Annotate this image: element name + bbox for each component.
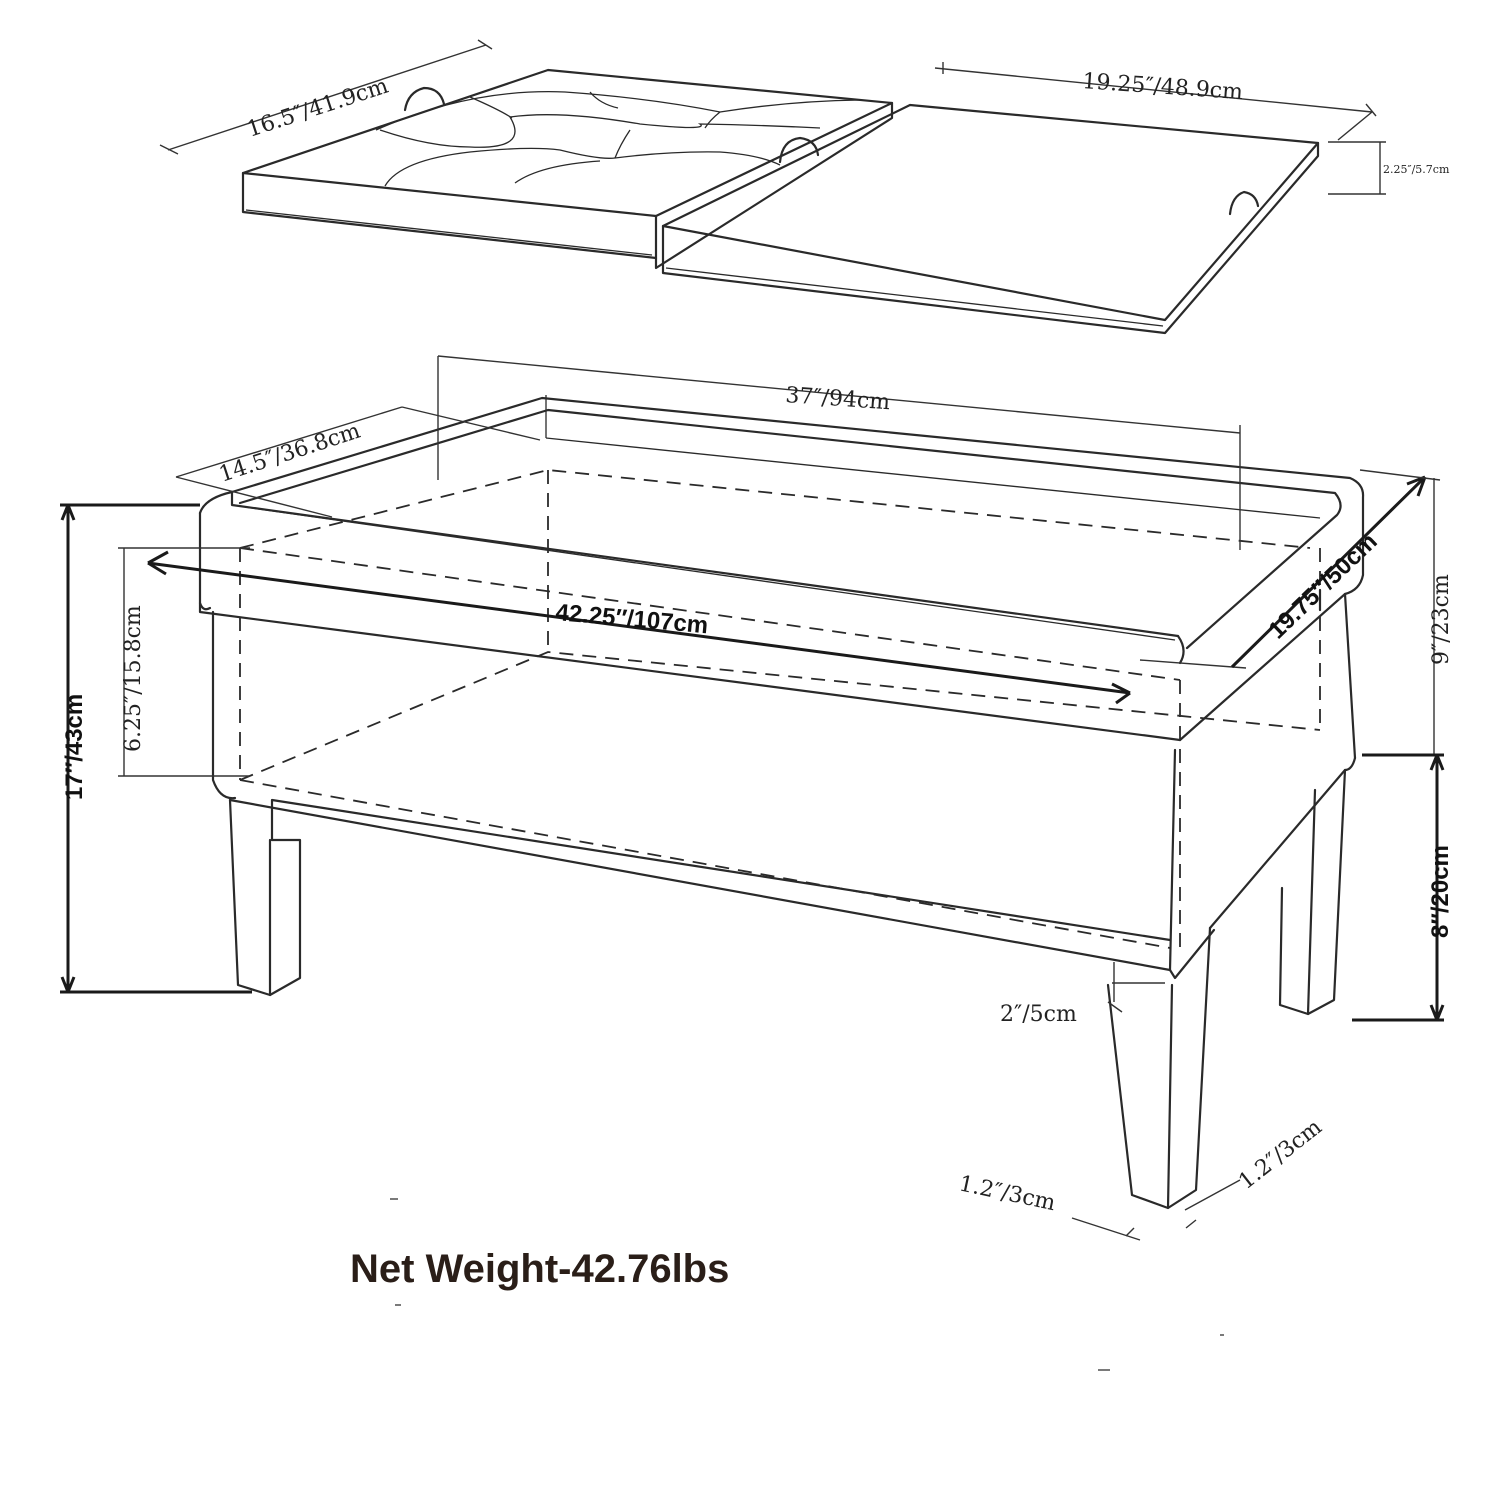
leg-inset-label: 2″/5cm — [1000, 1002, 1077, 1027]
left-lid-cushion — [241, 68, 894, 270]
storage-depth-label: 6.25″/15.8cm — [121, 605, 146, 752]
right-lid-flat — [661, 103, 1320, 335]
overall-height-label: 17″/43cm — [61, 694, 88, 800]
leg-width-label: 1.2″/3cm — [957, 1171, 1058, 1216]
leg-depth-label: 1.2″/3cm — [1234, 1115, 1327, 1195]
lid-right-width-label: 19.25″/48.9cm — [1082, 69, 1244, 105]
inner-depth-label: 14.5″/36.8cm — [216, 419, 363, 488]
inner-length-label: 37″/94cm — [785, 383, 891, 415]
net-weight-label: Net Weight-42.76lbs — [350, 1247, 729, 1291]
body-height-label: 9″/23cm — [1429, 574, 1454, 665]
overall-depth-label: 19.75″/50cm — [1263, 528, 1382, 644]
overall-length-label: 42.25″/107cm — [554, 599, 709, 639]
stray-marks — [390, 1198, 1224, 1371]
leg-height-label: 8″/20cm — [1427, 845, 1454, 938]
ottoman-base — [198, 395, 1365, 1210]
lid-thickness-label: 2.25″/5.7cm — [1383, 163, 1450, 176]
dimension-lines — [60, 39, 1445, 1241]
lid-left-width-label: 16.5″/41.9cm — [244, 74, 391, 143]
